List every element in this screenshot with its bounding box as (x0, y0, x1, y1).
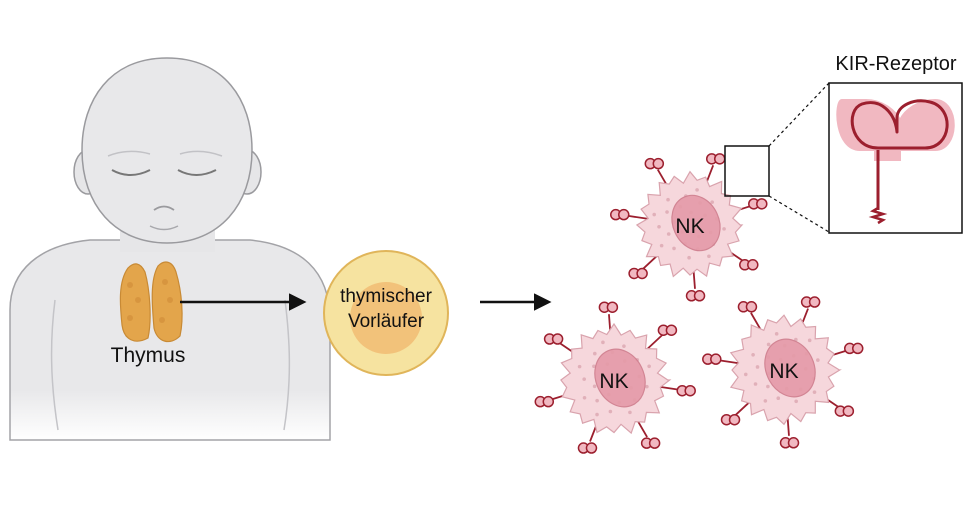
nk-cell-bottom-left (534, 301, 696, 454)
baby-figure (9, 57, 331, 441)
baby-mouth (149, 225, 179, 231)
thymus-organ (119, 261, 183, 343)
kir-receptor-tail (868, 206, 888, 225)
nk-cell-group (534, 153, 864, 454)
nk-label-top: NK (675, 215, 704, 238)
thymus-label: Thymus (111, 344, 186, 367)
precursor-label-line2: Vorläufer (348, 311, 425, 332)
kir-receptor-label: KIR-Rezeptor (835, 53, 956, 75)
nk-label-bottom-right: NK (769, 360, 798, 383)
nk-cell-bottom-right (702, 296, 864, 449)
nk-label-bottom-left: NK (599, 370, 628, 393)
precursor-label-line1: thymischer (340, 286, 433, 307)
zoom-line-bottom (768, 195, 830, 233)
kir-receptor-inset (828, 82, 963, 234)
zoom-selection-box (724, 145, 770, 197)
baby-head (81, 57, 253, 244)
zoom-line-top (768, 82, 830, 147)
baby-nose (153, 205, 175, 211)
kir-receptor-loop (850, 99, 949, 150)
nk-cell-top (610, 153, 768, 302)
baby-eye-left (111, 169, 151, 176)
baby-eye-right (177, 169, 217, 176)
precursor-cell (323, 250, 449, 376)
